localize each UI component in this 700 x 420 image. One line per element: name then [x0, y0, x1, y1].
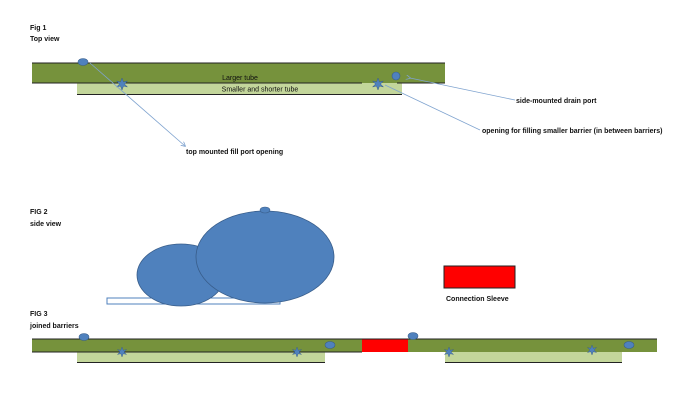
drain-port-icon [623, 341, 635, 349]
fig3-subtitle: joined barriers [29, 323, 79, 330]
fill-port-icon [77, 58, 89, 66]
drain-port-icon [391, 71, 401, 81]
fill-port-icon [78, 333, 90, 341]
fig3-title: FIG 3 [30, 311, 48, 318]
fig2-title: FIG 2 [30, 209, 48, 216]
larger-tube [32, 63, 445, 83]
smaller-tube-label: Smaller and shorter tube [222, 87, 299, 94]
connection-sleeve [443, 265, 516, 289]
larger-tube-label: Larger tube [222, 75, 258, 82]
filling-opening-label: opening for filling smaller barrier (in … [482, 128, 662, 135]
connection-sleeve-joined [362, 339, 408, 352]
fill-port-icon [259, 206, 271, 214]
smaller-tube [77, 83, 402, 94]
fill-port-label: top mounted fill port opening [186, 149, 283, 156]
smaller-tube-right [445, 352, 622, 362]
fill-port-icon [407, 332, 419, 340]
larger-tube-left [32, 339, 362, 352]
fig2-subtitle: side view [30, 221, 62, 228]
fig1-subtitle: Top view [30, 36, 60, 43]
drain-port-label: side-mounted drain port [516, 98, 597, 105]
larger-tube-section [195, 210, 335, 304]
sleeve-label: Connection Sleeve [446, 296, 509, 303]
drain-port-icon [324, 341, 336, 349]
fig1-title: Fig 1 [30, 25, 46, 32]
smaller-tube-left [77, 352, 325, 362]
